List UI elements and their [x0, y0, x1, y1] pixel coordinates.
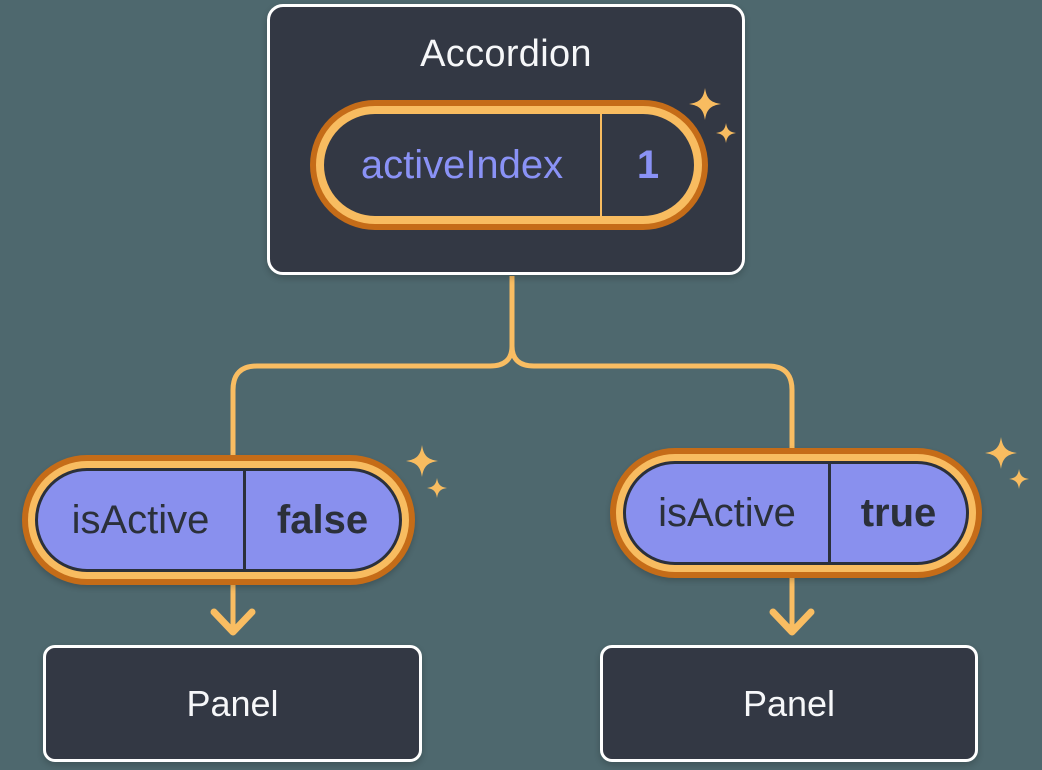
prop-pill-right-ring: isActive true: [616, 454, 976, 572]
arrow-left-head: [210, 608, 256, 636]
prop-pill-right-name: isActive: [658, 490, 796, 535]
prop-pill-right: isActive true: [610, 448, 982, 578]
state-pill-name: activeIndex: [360, 142, 564, 187]
arrow-right-head: [769, 608, 815, 636]
state-pill-core: activeIndex 1: [316, 106, 702, 224]
panel-box-right: Panel: [600, 645, 978, 762]
panel-box-left: Panel: [43, 645, 422, 762]
prop-pill-right-divider: [828, 464, 831, 562]
prop-pill-left: isActive false: [22, 455, 415, 585]
prop-pill-right-core: isActive true: [623, 461, 969, 565]
sparkle-icon: [1009, 469, 1029, 489]
prop-pill-left-divider: [243, 471, 246, 569]
state-pill-value: 1: [636, 142, 660, 187]
sparkle-icon: [427, 478, 447, 498]
sparkle-icon: [985, 437, 1017, 469]
prop-pill-right-value: true: [860, 490, 937, 535]
state-pill: activeIndex 1: [310, 100, 708, 230]
sparkle-icon: [406, 445, 438, 477]
sparkle-icon: [716, 123, 736, 143]
branch-left-line: [230, 276, 515, 470]
sparkle-icon: [689, 88, 721, 120]
accordion-component-box: Accordion activeIndex 1: [267, 4, 745, 275]
branch-right-line: [509, 276, 795, 462]
prop-pill-left-name: isActive: [71, 497, 210, 542]
prop-pill-left-core: isActive false: [35, 468, 402, 572]
prop-pill-left-ring: isActive false: [28, 461, 409, 579]
state-pill-divider: [600, 114, 602, 216]
accordion-title: Accordion: [420, 33, 592, 75]
prop-pill-left-value: false: [276, 497, 369, 542]
